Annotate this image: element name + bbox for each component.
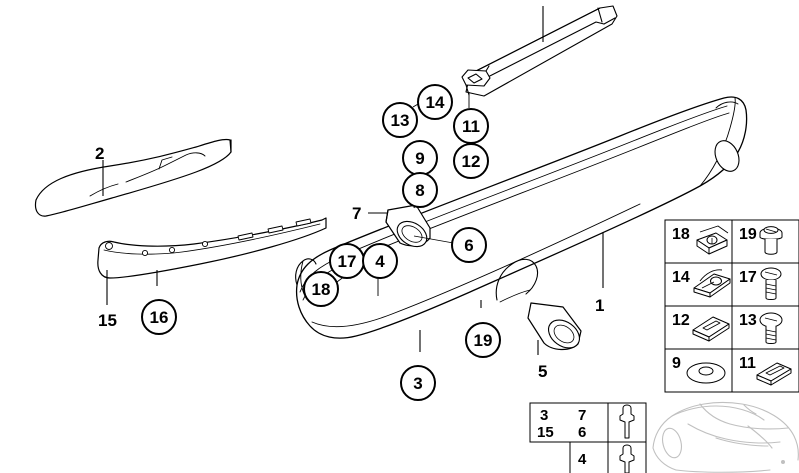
washer-icon (686, 362, 726, 384)
bottom-table-lines (529, 402, 647, 473)
legend-grid-lines (664, 219, 799, 393)
callout-5[interactable]: 5 (538, 362, 548, 381)
legend-number-13[interactable]: 13 (739, 312, 757, 329)
table-number-6[interactable]: 6 (578, 424, 587, 441)
callout-2[interactable]: 2 (95, 144, 105, 163)
part-5-bush (527, 302, 582, 351)
pan-head-screw-icon (760, 267, 782, 300)
callout-6[interactable]: 6 (451, 227, 487, 263)
round-head-screw-icon (759, 312, 783, 344)
callout-16[interactable]: 16 (141, 299, 177, 335)
callout-18[interactable]: 18 (303, 271, 339, 307)
callout-3[interactable]: 3 (400, 365, 436, 401)
table-number-3[interactable]: 3 (540, 407, 549, 424)
callout-9[interactable]: 9 (402, 140, 438, 176)
legend-number-14[interactable]: 14 (672, 269, 690, 286)
callout-12[interactable]: 12 (453, 143, 489, 179)
legend-number-11[interactable]: 11 (739, 355, 756, 372)
table-number-7[interactable]: 7 (578, 407, 587, 424)
callout-7[interactable]: 7 (352, 204, 362, 223)
legend-number-18[interactable]: 18 (672, 226, 690, 243)
callout-8[interactable]: 8 (402, 172, 438, 208)
table-number-15[interactable]: 15 (537, 424, 554, 441)
expanding-rivet-icon (619, 404, 635, 439)
part-7-sleeve (385, 204, 431, 248)
part-16-lower-trim (97, 217, 327, 279)
callout-17[interactable]: 17 (329, 243, 365, 279)
legend-number-19[interactable]: 19 (739, 226, 757, 243)
legend-number-12[interactable]: 12 (672, 312, 690, 329)
flange-bolt-icon (759, 226, 783, 255)
slotted-plate-icon (692, 316, 730, 342)
callout-15[interactable]: 15 (98, 311, 117, 330)
spring-nut-icon (693, 269, 731, 298)
callout-4[interactable]: 4 (362, 243, 398, 279)
car-outline (652, 401, 799, 473)
legend-number-17[interactable]: 17 (739, 269, 757, 286)
callout-14[interactable]: 14 (417, 84, 453, 120)
callout-1[interactable]: 1 (595, 296, 605, 315)
legend-number-9[interactable]: 9 (672, 355, 681, 372)
callout-13[interactable]: 13 (382, 102, 418, 138)
table-number-4[interactable]: 4 (578, 451, 587, 468)
part-1-main-bumper-trim (295, 96, 748, 339)
part-2-upper-trim (34, 138, 232, 217)
callout-19[interactable]: 19 (465, 322, 501, 358)
roof-rail-part (461, 5, 618, 97)
clip-plate-icon (696, 225, 729, 255)
short-rivet-icon (619, 444, 635, 473)
slotted-plate-icon-11 (756, 362, 792, 386)
callout-11[interactable]: 11 (453, 108, 489, 144)
